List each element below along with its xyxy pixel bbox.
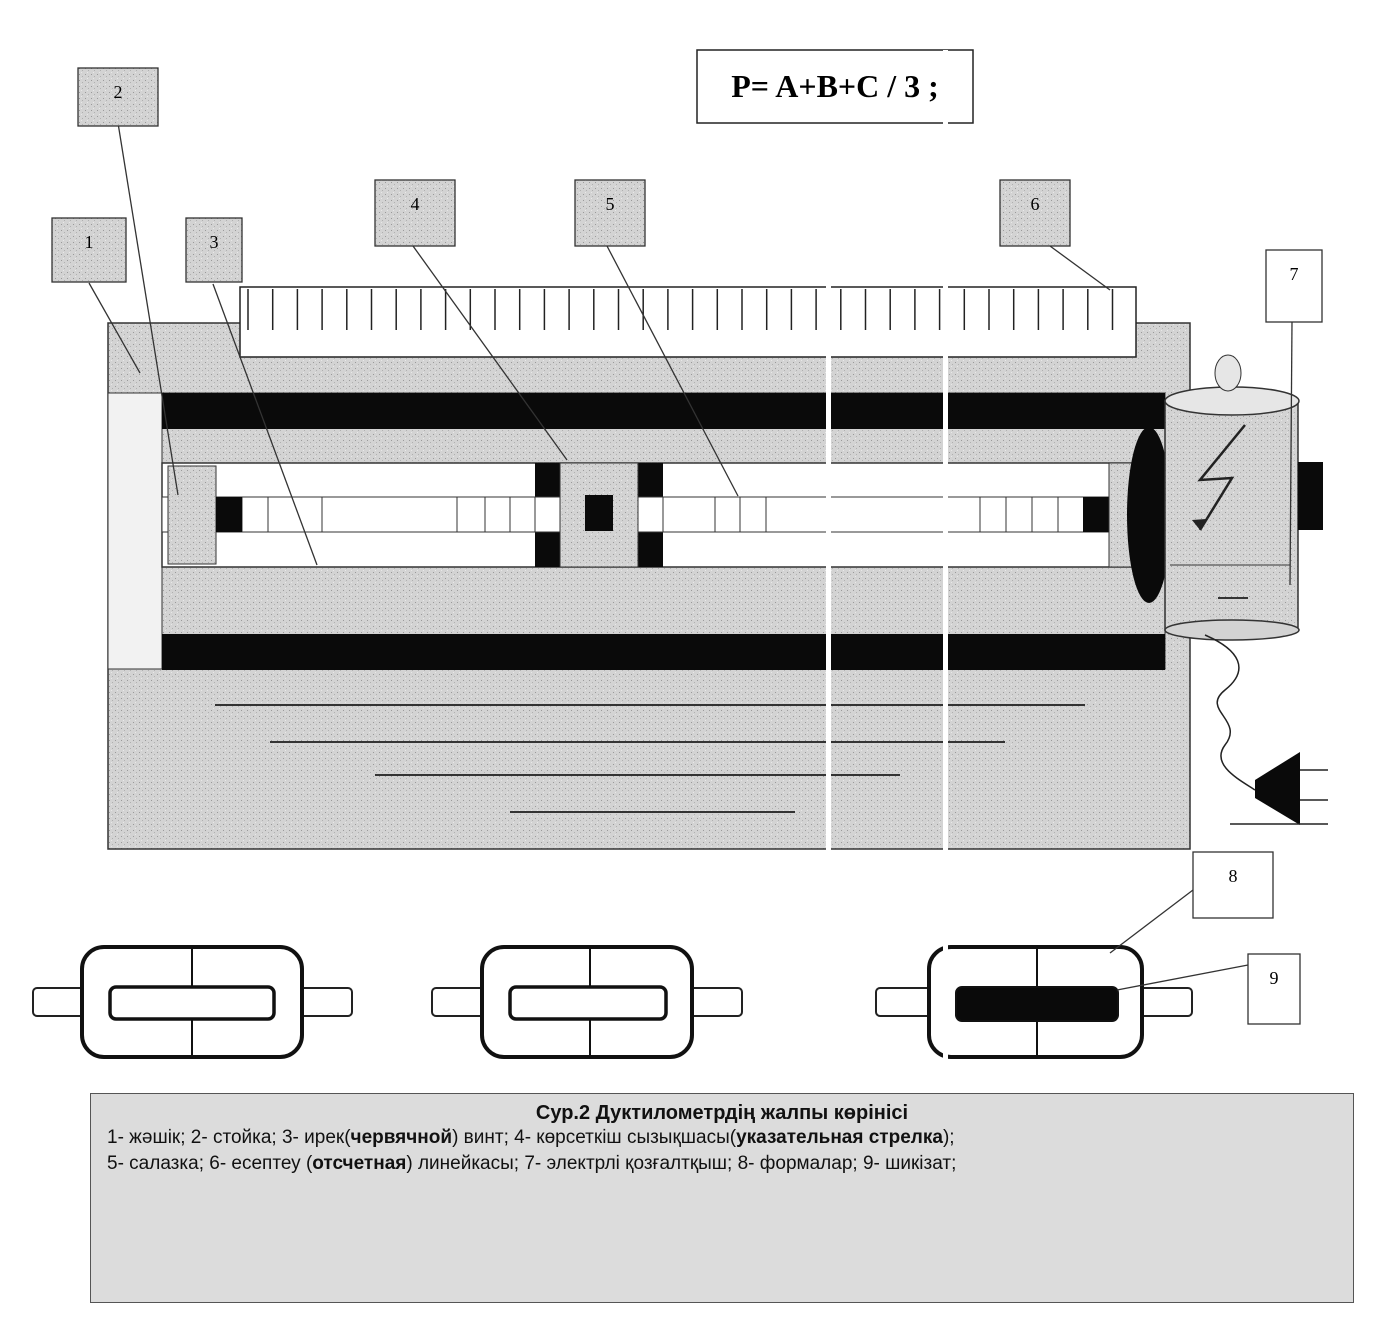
formula-text: P= A+B+C / 3 ; xyxy=(731,68,939,104)
caption-line-2-part-2: ) линейкасы; 7- электрлі қозғалтқыш; 8- … xyxy=(406,1153,957,1174)
mold-2 xyxy=(431,945,743,1059)
callout-2: 2 xyxy=(77,67,159,127)
mold-3 xyxy=(875,945,1193,1059)
figure-caption: Сур.2 Дуктилометрдің жалпы көрінісі 1- ж… xyxy=(90,1093,1354,1303)
callout-5: 5 xyxy=(574,179,646,247)
callout-8: 8 xyxy=(1192,851,1274,919)
callout-number: 2 xyxy=(114,82,123,102)
caption-line-1-bold-1: червячной xyxy=(350,1127,453,1148)
device-body xyxy=(107,322,1191,850)
top-rail xyxy=(162,393,1165,429)
caption-line-2-part-1: 5- салазка; 6- есептеу ( xyxy=(107,1153,313,1174)
callout-4: 4 xyxy=(374,179,456,247)
bottom-rail xyxy=(162,634,1165,670)
leader-lines xyxy=(88,122,1293,991)
slider-carriage xyxy=(534,462,664,568)
caption-line-1: 1- жәшік; 2- стойка; 3- ирек(червячной) … xyxy=(107,1125,1353,1151)
callout-number: 8 xyxy=(1229,866,1238,886)
callout-number: 3 xyxy=(210,232,219,252)
stand-block xyxy=(167,465,217,565)
bitumen-sample xyxy=(955,986,1119,1022)
caption-line-2-bold-1: отсчетная xyxy=(312,1153,407,1174)
reading-ruler xyxy=(239,286,1137,358)
callout-1: 1 xyxy=(51,217,127,283)
callout-9: 9 xyxy=(1247,953,1301,1025)
caption-line-1-bold-2: указательная стрелка xyxy=(736,1127,943,1148)
caption-line-1-part-3: ); xyxy=(942,1127,955,1148)
callout-3: 3 xyxy=(185,217,243,283)
callout-number: 9 xyxy=(1270,968,1279,988)
callout-6: 6 xyxy=(999,179,1071,247)
mold-1 xyxy=(32,945,353,1059)
caption-title: Сур.2 Дуктилометрдің жалпы көрінісі xyxy=(535,1102,909,1124)
callout-labels: 1 2 3 4 5 6 7 8 9 xyxy=(51,67,1323,1025)
callout-number: 1 xyxy=(85,232,94,252)
caption-line-1-part-1: 1- жәшік; 2- стойка; 3- ирек( xyxy=(107,1127,351,1148)
callout-number: 7 xyxy=(1290,264,1299,284)
callout-7: 7 xyxy=(1265,249,1323,323)
electric-motor xyxy=(1127,354,1328,825)
formula-box: P= A+B+C / 3 ; xyxy=(696,49,974,124)
callout-number: 4 xyxy=(411,194,420,214)
caption-line-1-part-2: ) винт; 4- көрсеткіш сызықшасы( xyxy=(452,1127,737,1148)
caption-line-2: 5- салазка; 6- есептеу (отсчетная) линей… xyxy=(107,1151,1353,1177)
callout-number: 5 xyxy=(606,194,615,214)
callout-number: 6 xyxy=(1031,194,1040,214)
